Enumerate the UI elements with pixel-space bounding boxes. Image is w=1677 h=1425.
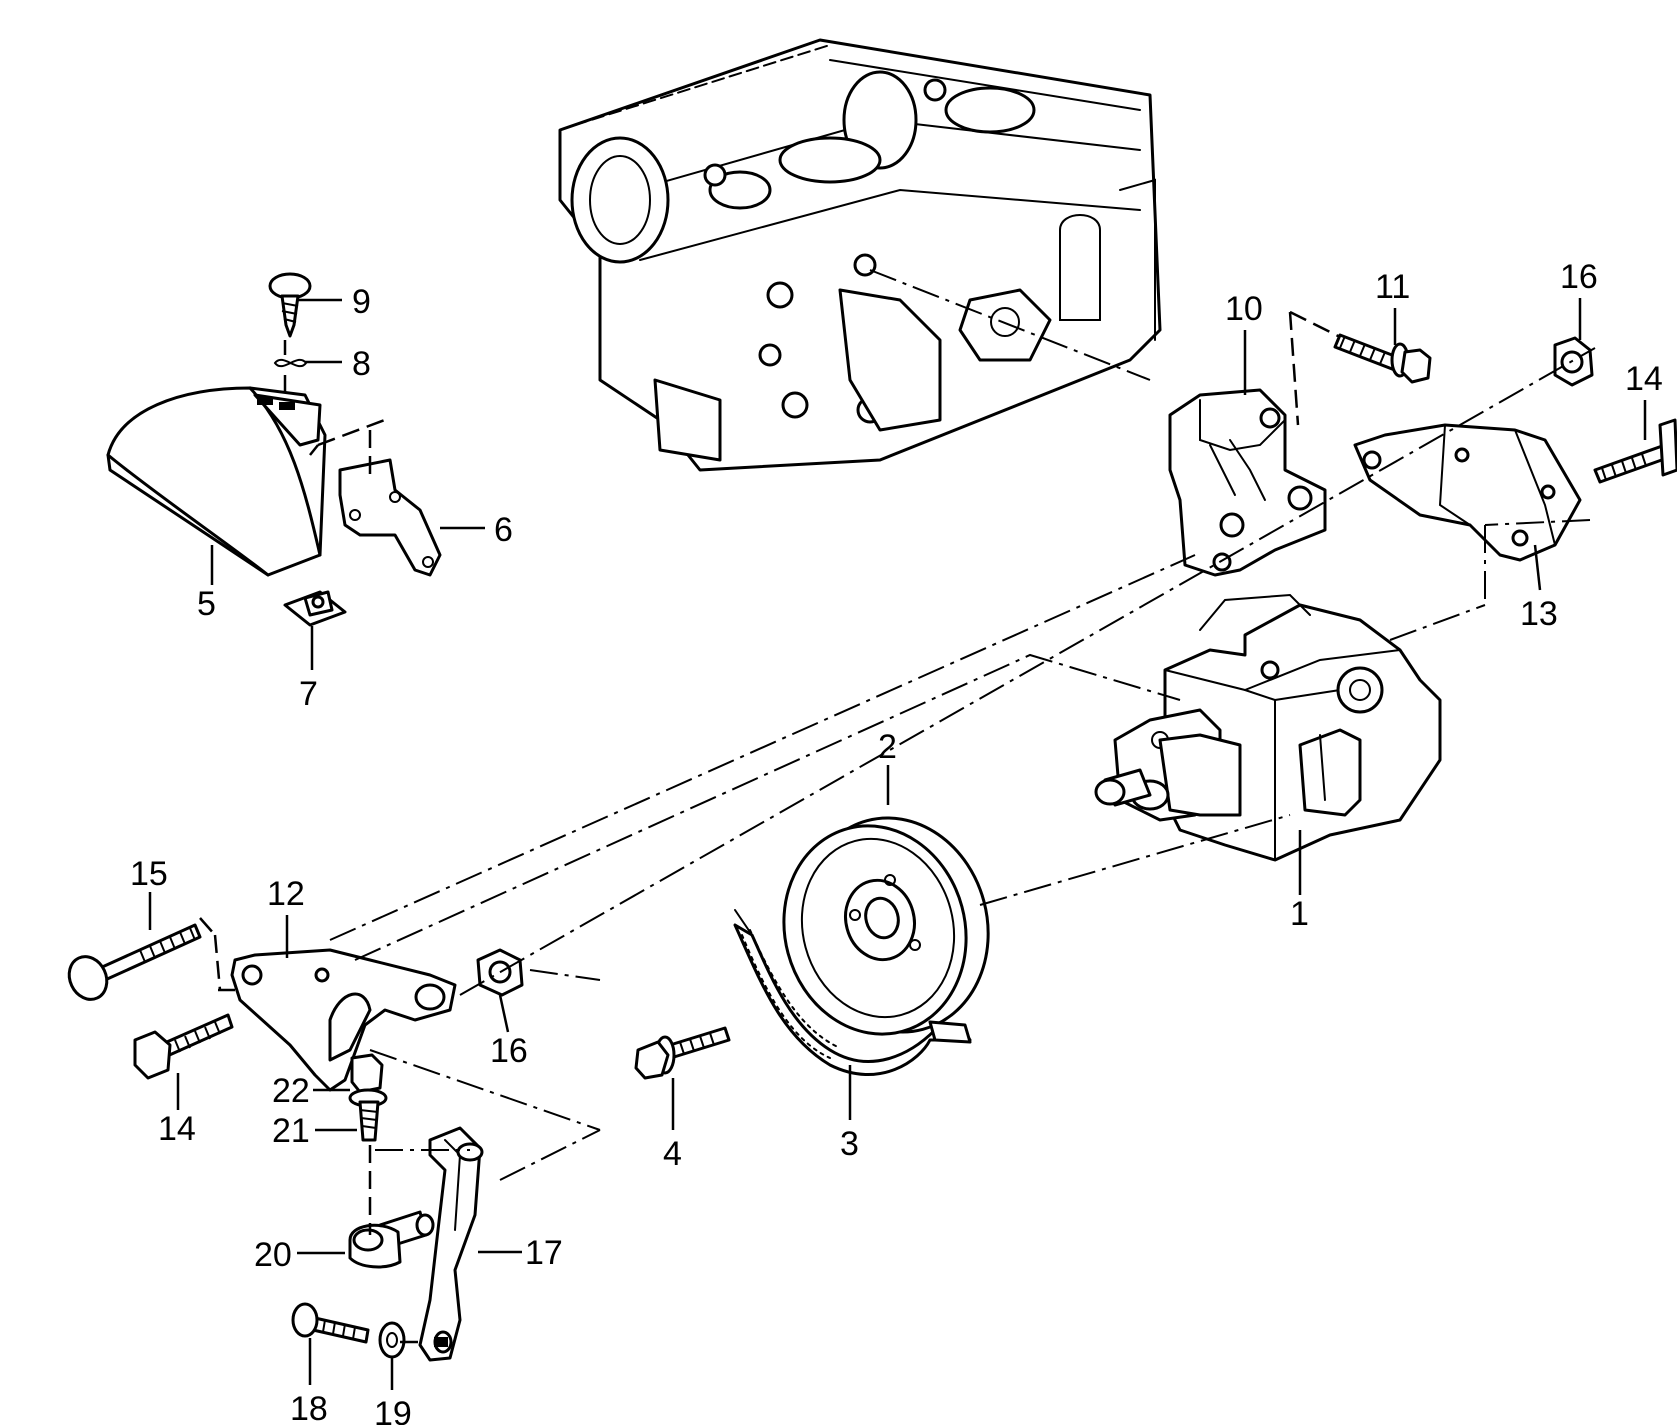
callout-10: 10 — [1225, 290, 1263, 328]
bracket-part-12 — [230, 948, 457, 1092]
callout-9: 9 — [352, 283, 371, 321]
assembly-lines — [199, 269, 1596, 1344]
washer-part-19 — [378, 1321, 406, 1359]
engine-block — [558, 38, 1162, 472]
bolt-part-4 — [634, 1026, 731, 1080]
callout-16-lower: 16 — [490, 1032, 528, 1070]
callout-18: 18 — [290, 1390, 328, 1425]
bracket-part-6 — [338, 458, 442, 577]
callout-4: 4 — [663, 1135, 682, 1173]
washer-part-21 — [348, 1088, 388, 1142]
callout-16-top: 16 — [1560, 258, 1598, 296]
callout-12: 12 — [267, 875, 305, 913]
callout-8: 8 — [352, 345, 371, 383]
callout-7: 7 — [299, 675, 318, 713]
nut-part-16-lower — [476, 948, 524, 997]
callout-6: 6 — [494, 511, 513, 549]
bolt-part-22 — [350, 1053, 384, 1094]
mounting-bracket-part-10 — [1168, 388, 1327, 577]
callout-3: 3 — [840, 1125, 859, 1163]
callout-1: 1 — [1290, 895, 1309, 933]
v-belt-part-3 — [733, 909, 972, 1076]
bracket-arm-part-17 — [418, 1126, 484, 1362]
bolt-part-15 — [67, 923, 202, 1001]
plate-bracket-part-13 — [1353, 423, 1582, 562]
tensioner-pin-part-20 — [348, 1210, 435, 1269]
callout-22: 22 — [272, 1072, 310, 1110]
pulley-part-2 — [782, 816, 990, 1036]
clip-nut-part-7 — [283, 590, 347, 627]
nut-part-16-top — [1553, 336, 1594, 387]
callout-2: 2 — [878, 728, 897, 766]
power-steering-pump-part-1 — [1094, 593, 1442, 862]
callout-21: 21 — [272, 1112, 310, 1150]
cover-part-5 — [106, 386, 327, 577]
bolt-part-18 — [291, 1302, 370, 1344]
screw-part-9 — [268, 272, 312, 338]
leader-lines — [148, 298, 1647, 1390]
clip-part-8 — [273, 358, 308, 368]
callout-17: 17 — [525, 1234, 563, 1272]
callout-5: 5 — [197, 585, 216, 623]
bolt-part-11 — [1333, 333, 1432, 384]
callout-13: 13 — [1520, 595, 1558, 633]
callout-14-top: 14 — [1625, 360, 1663, 398]
callout-20: 20 — [254, 1236, 292, 1274]
bolt-part-14-top — [1593, 418, 1677, 484]
callout-11: 11 — [1375, 268, 1410, 306]
callout-15: 15 — [130, 855, 168, 893]
callout-19: 19 — [374, 1395, 412, 1425]
callout-labels: 9 8 5 6 7 10 11 16 14 13 1 2 3 4 12 15 1… — [130, 258, 1663, 1425]
bolt-part-14-lower — [133, 1013, 234, 1080]
callout-14-lower: 14 — [158, 1110, 196, 1148]
